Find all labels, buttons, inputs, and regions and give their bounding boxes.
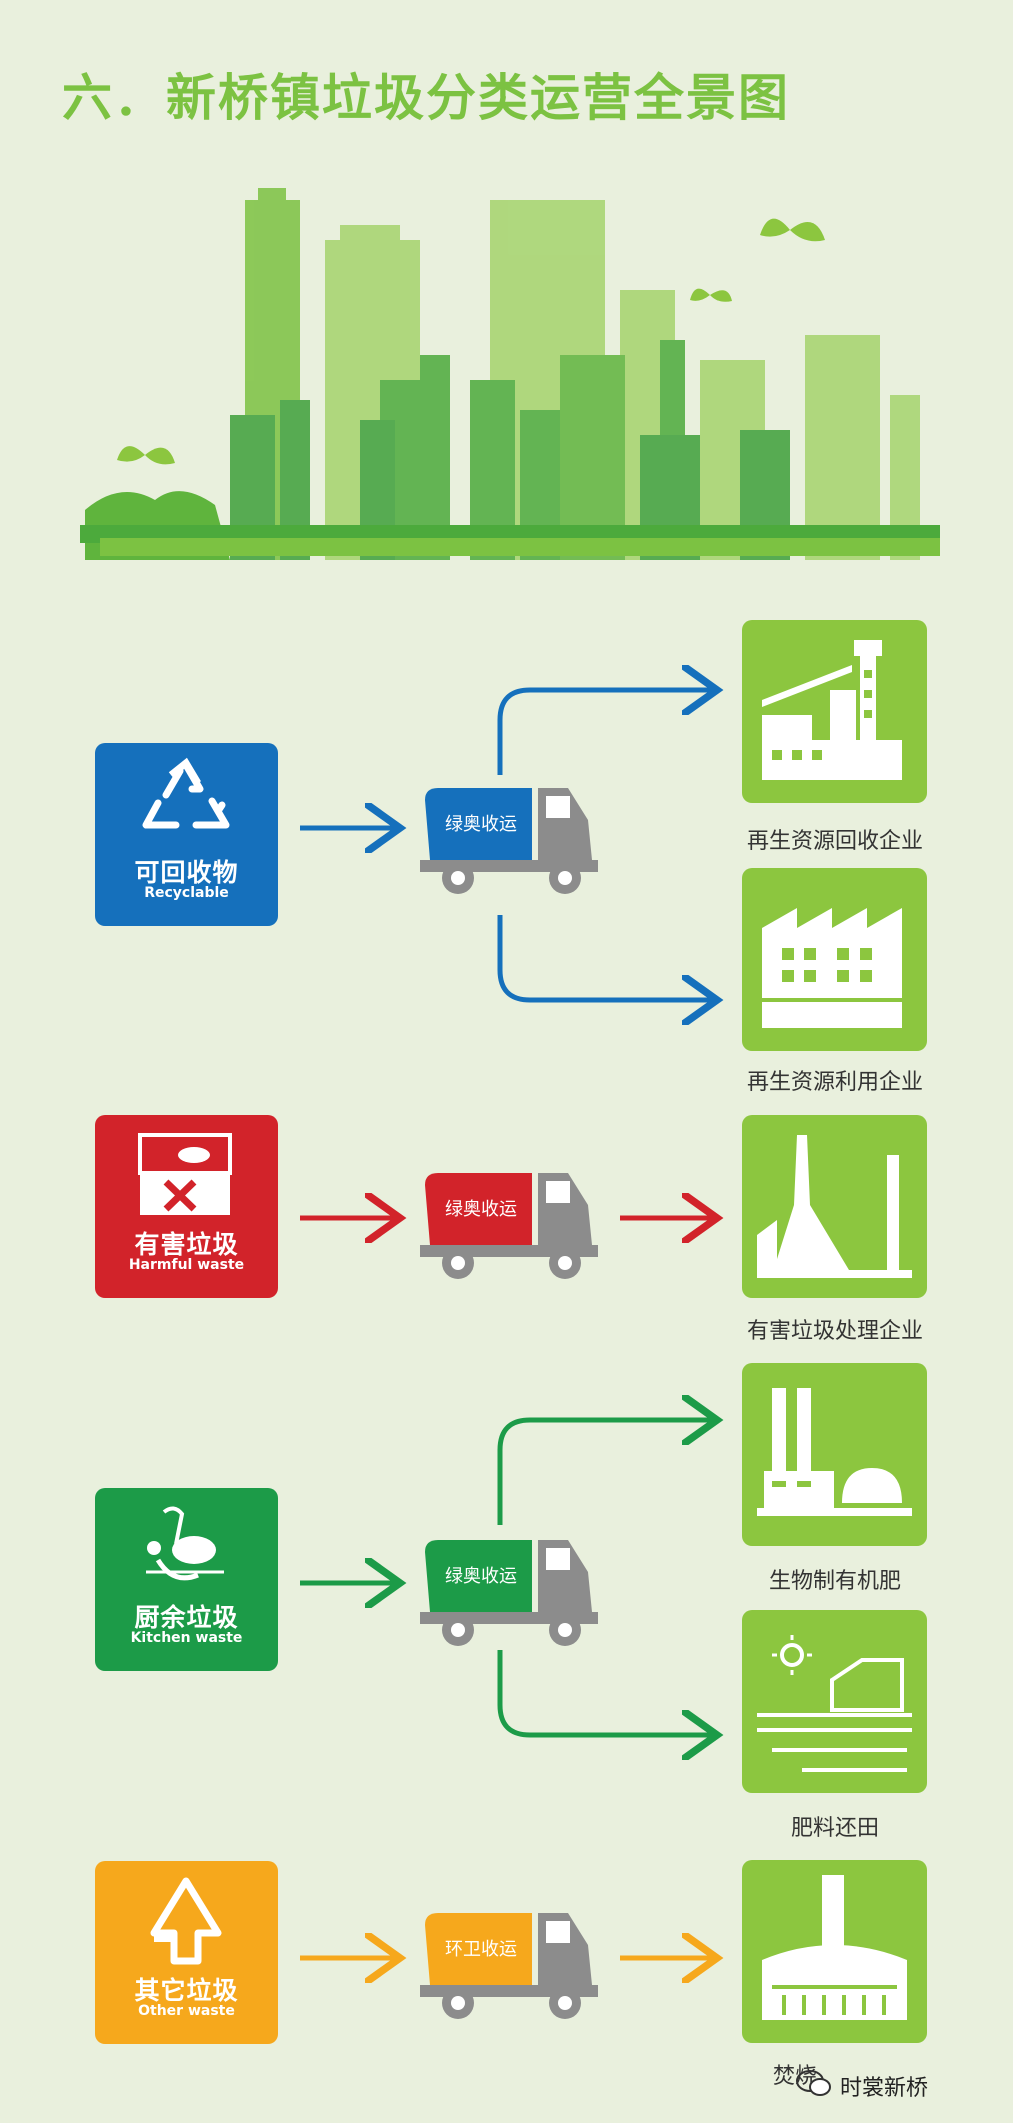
recycle-icon	[142, 757, 230, 829]
fertilizer-plant-icon	[757, 1388, 912, 1516]
truck-other: 环卫收运	[420, 1903, 600, 2027]
truck-kitchen: 绿奥收运	[420, 1530, 600, 1654]
utilization-factory-icon	[762, 908, 902, 1028]
hazardous-plant-icon	[757, 1135, 912, 1278]
recycling-company-tile	[742, 620, 927, 803]
truck-recyclable-label: 绿奥收运	[445, 814, 517, 835]
organic-fertilizer-label: 生物制有机肥	[768, 1569, 901, 1594]
other-waste-icon	[150, 1877, 222, 1965]
organic-fertilizer-tile	[742, 1363, 927, 1546]
other-label: 其它垃圾	[134, 1976, 239, 2005]
hazardous-company-label: 有害垃圾处理企业	[746, 1319, 923, 1344]
kitchen-waste-icon	[146, 1506, 224, 1581]
recyclable-label: 可回收物	[134, 858, 239, 887]
watermark: 时裳新桥	[840, 2076, 929, 2101]
harmful-waste-icon	[138, 1133, 232, 1215]
garbage-truck-icon	[420, 788, 598, 894]
truck-recyclable: 绿奥收运	[420, 778, 600, 902]
harmful-label-en: Harmful waste	[128, 1257, 245, 1273]
kitchen-badge: 厨余垃圾 Kitchen waste	[95, 1488, 278, 1671]
kitchen-label: 厨余垃圾	[134, 1603, 239, 1632]
page-title: 六．新桥镇垃圾分类运营全景图	[62, 69, 790, 127]
farmland-label: 肥料还田	[790, 1816, 879, 1841]
recycling-company-label: 再生资源回收企业	[746, 829, 923, 854]
truck-harmful: 绿奥收运	[420, 1163, 600, 1287]
incineration-tile	[742, 1860, 927, 2043]
city-skyline-illustration	[80, 188, 940, 560]
recyclable-label-en: Recyclable	[144, 885, 229, 901]
incinerator-icon	[762, 1875, 907, 2020]
farmland-icon	[757, 1635, 912, 1772]
utilization-company-tile	[742, 868, 927, 1051]
kitchen-label-en: Kitchen waste	[130, 1630, 243, 1646]
garbage-truck-icon	[420, 1913, 598, 2019]
hazardous-company-tile	[742, 1115, 927, 1298]
farmland-tile	[742, 1610, 927, 1793]
harmful-badge: 有害垃圾 Harmful waste	[95, 1115, 278, 1298]
garbage-truck-icon	[420, 1540, 598, 1646]
other-label-en: Other waste	[138, 2003, 235, 2019]
truck-harmful-label: 绿奥收运	[445, 1199, 517, 1220]
wechat-icon	[796, 2070, 831, 2096]
utilization-company-label: 再生资源利用企业	[746, 1070, 923, 1095]
other-badge: 其它垃圾 Other waste	[95, 1861, 278, 2044]
recyclable-badge: 可回收物 Recyclable	[95, 743, 278, 926]
truck-kitchen-label: 绿奥收运	[445, 1566, 517, 1587]
truck-other-label: 环卫收运	[445, 1939, 517, 1960]
harmful-label: 有害垃圾	[134, 1230, 239, 1259]
garbage-truck-icon	[420, 1173, 598, 1279]
recycling-factory-icon	[762, 640, 902, 780]
